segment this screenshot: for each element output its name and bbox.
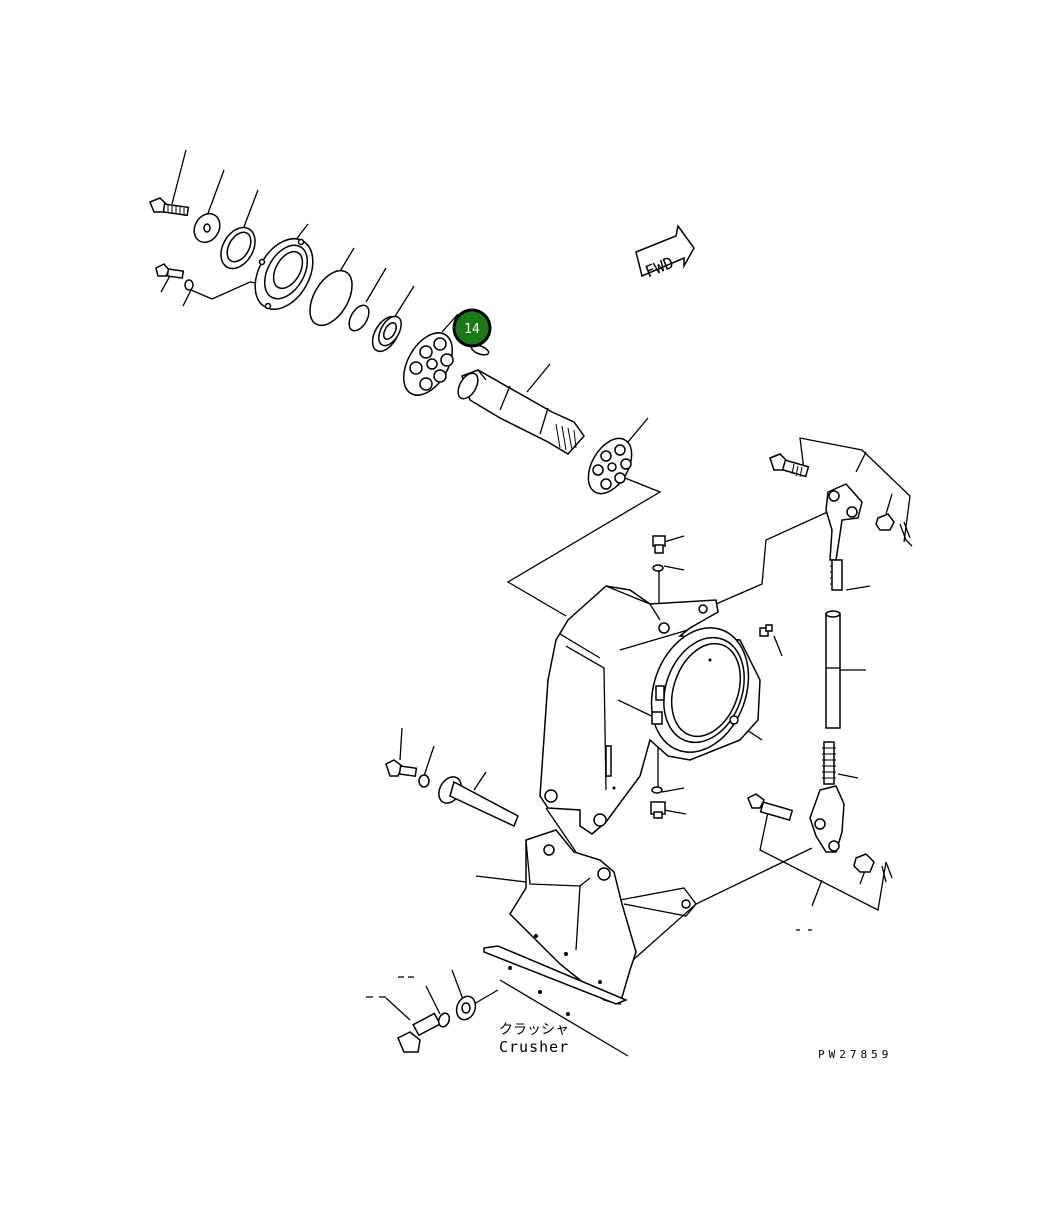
clevis-upper	[825, 483, 863, 591]
shaft	[457, 369, 585, 455]
plug-top	[652, 535, 666, 572]
cotter-pin-lower	[881, 861, 893, 883]
callout-badge[interactable]	[452, 308, 492, 348]
pivot-pin	[438, 776, 519, 828]
bearing-cover	[254, 238, 314, 310]
callout-number[interactable]: 14	[464, 322, 480, 337]
grease-fitting	[759, 624, 773, 637]
o-ring-small	[348, 304, 370, 332]
lock-washer	[184, 279, 194, 291]
pin-bolt	[385, 759, 418, 778]
pin-washer	[418, 774, 430, 788]
mount-washer-small	[437, 1012, 451, 1028]
support-bracket	[483, 829, 697, 1016]
nut-lower	[853, 853, 875, 873]
o-ring-large	[309, 269, 353, 327]
plug-bottom	[650, 786, 666, 819]
adjuster-rod	[825, 610, 841, 729]
washer-upper	[193, 212, 221, 244]
cotter-pin-upper	[899, 521, 913, 547]
leader-lines	[160, 149, 911, 1057]
bolt-upper	[149, 197, 190, 217]
linkage-bolt-lower	[747, 793, 794, 822]
caption-english: Crusher	[499, 1038, 569, 1056]
nut-upper	[875, 513, 895, 531]
clevis-lower	[809, 741, 845, 853]
roller-bearing-lower	[587, 437, 633, 495]
linkage-bolt	[769, 453, 810, 478]
roller-bearing-upper	[402, 332, 454, 396]
drawing-code: PW27859	[818, 1048, 892, 1061]
oil-seal	[371, 315, 402, 353]
mount-washer-large	[455, 995, 477, 1021]
mount-bolt	[397, 1012, 442, 1053]
bolt-small	[155, 263, 185, 279]
caption-japanese: クラッシャ	[499, 1022, 569, 1038]
crusher-housing	[539, 585, 761, 835]
fwd-arrow-icon: FWD	[635, 224, 695, 281]
seal-ring	[220, 226, 256, 270]
part-callout-14[interactable]: 14	[452, 308, 492, 348]
